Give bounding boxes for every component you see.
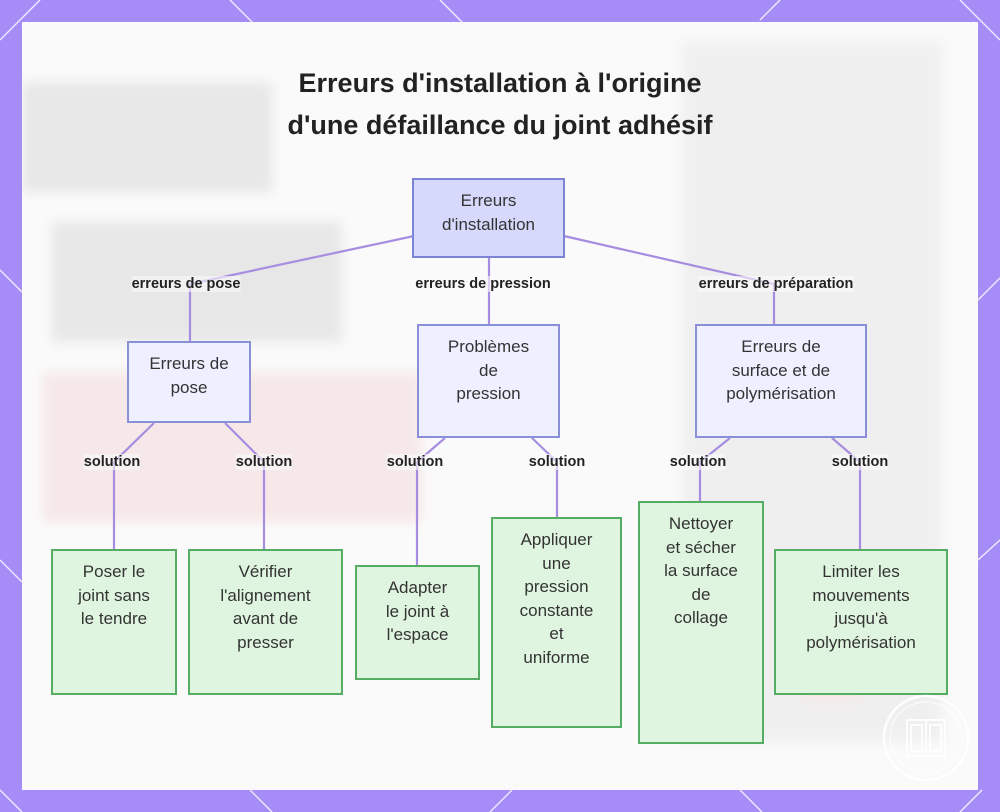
node-solution-limiter-mouvements: Limiter les mouvements jusqu'à polyméris… [774,549,948,695]
node-root: Erreurs d'installation [412,178,565,258]
node-problemes-de-pression: Problèmes de pression [417,324,560,438]
node-solution-poser-joint: Poser le joint sans le tendre [51,549,177,695]
diagram-card: Erreurs d'installation à l'origine d'une… [22,22,978,790]
book-logo-icon [880,692,972,784]
edge-surface-sol1 [700,438,730,502]
edge-pression-sol2 [532,438,557,518]
edge-label-solution: solution [832,454,888,470]
node-solution-nettoyer-surface: Nettoyer et sécher la surface de collage [638,501,764,744]
node-erreurs-de-surface: Erreurs de surface et de polymérisation [695,324,867,438]
edge-label-solution: solution [670,454,726,470]
edge-pose-sol1 [114,423,154,550]
edge-label-solution: solution [529,454,585,470]
edge-label-solution: solution [236,454,292,470]
edge-label-solution: solution [84,454,140,470]
node-erreurs-de-pose: Erreurs de pose [127,341,251,423]
edge-label-pression: erreurs de pression [415,276,550,292]
edge-label-preparation: erreurs de préparation [699,276,854,292]
edge-label-solution: solution [387,454,443,470]
node-solution-verifier-alignement: Vérifier l'alignement avant de presser [188,549,343,695]
edge-label-pose: erreurs de pose [132,276,241,292]
edge-pose-sol2 [225,423,264,550]
node-solution-adapter-joint: Adapter le joint à l'espace [355,565,480,680]
node-solution-appliquer-pression: Appliquer une pression constante et unif… [491,517,622,728]
